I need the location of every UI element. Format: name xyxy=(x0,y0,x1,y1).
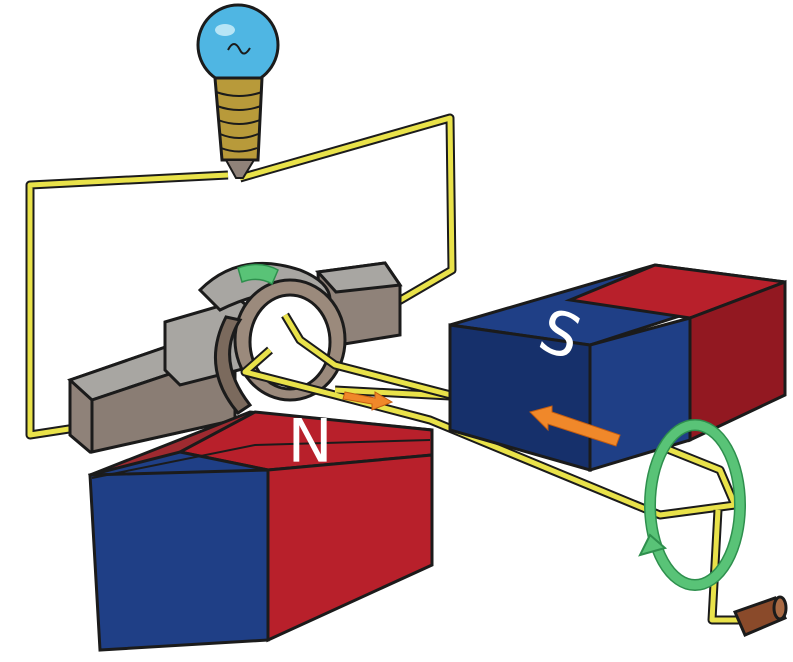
north-magnet xyxy=(88,410,434,652)
slip-ring xyxy=(197,261,347,415)
crank-handle xyxy=(732,595,788,637)
light-bulb-icon xyxy=(196,3,280,179)
rotation-arrow-icon xyxy=(638,419,746,591)
ring-rotation-arrow-icon xyxy=(237,263,279,286)
current-arrow-icon-2 xyxy=(529,405,621,447)
north-pole-label: N xyxy=(288,403,333,473)
south-magnet xyxy=(448,263,787,473)
current-arrow-icon xyxy=(342,391,394,411)
